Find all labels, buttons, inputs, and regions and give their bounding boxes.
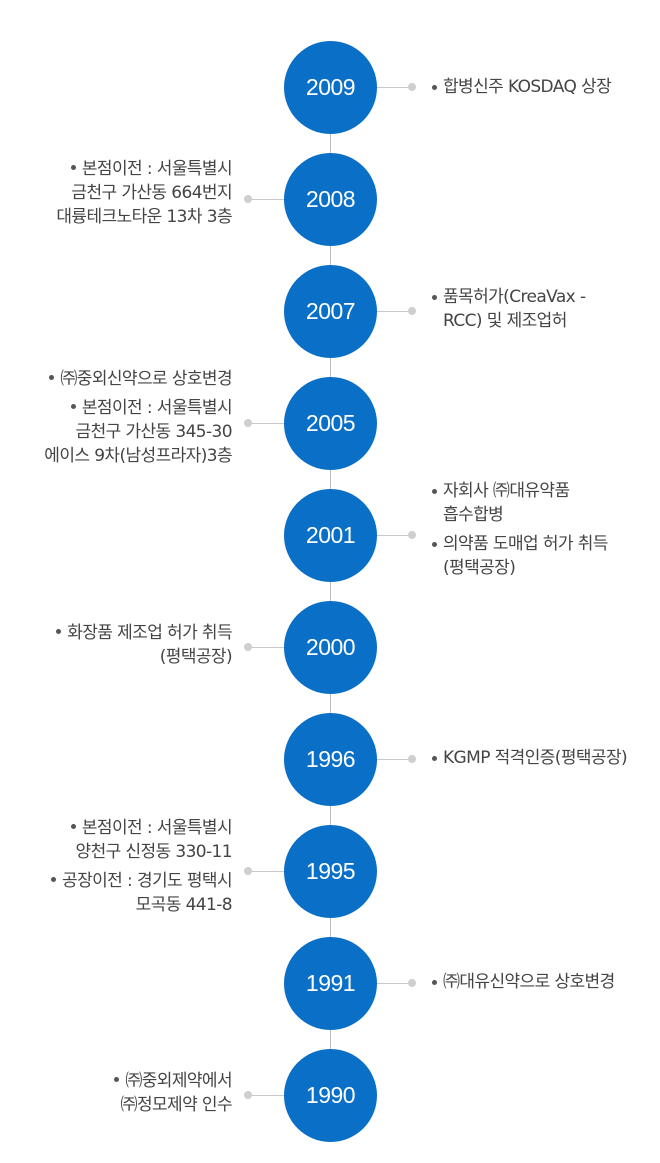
bullet-icon <box>432 542 437 547</box>
bullet-icon <box>432 980 437 985</box>
year-badge: 1995 <box>284 825 377 918</box>
bullet-icon <box>432 85 437 90</box>
event-item: KGMP 적격인증(평택공장) <box>430 746 658 770</box>
event-list: ㈜대유신약으로 상호변경 <box>430 970 658 994</box>
event-text: 품목허가(CreaVax - RCC) 및 제조업허 <box>443 287 586 331</box>
event-text: 본점이전 : 서울특별시 금천구 가산동 345-30 에이스 9차(남성프라자… <box>44 398 232 466</box>
connector-dot-icon <box>244 195 252 203</box>
event-list: 화장품 제조업 허가 취득 (평택공장) <box>0 621 233 669</box>
bullet-icon <box>114 1076 120 1082</box>
event-text: KGMP 적격인증(평택공장) <box>443 748 628 768</box>
year-badge: 1991 <box>284 937 377 1030</box>
event-list: ㈜중외신약으로 상호변경 본점이전 : 서울특별시 금천구 가산동 345-30… <box>0 367 232 468</box>
event-text: 합병신주 KOSDAQ 상장 <box>443 77 612 97</box>
event-item: ㈜중외제약에서 ㈜정모제약 인수 <box>0 1069 233 1117</box>
connector-line <box>376 535 412 536</box>
event-text: 본점이전 : 서울특별시 금천구 가산동 664번지 대륭테크노타운 13차 3… <box>56 159 232 227</box>
connector-dot-icon <box>408 307 416 315</box>
bullet-icon <box>70 403 76 409</box>
year-badge: 2001 <box>284 489 377 582</box>
connector-line <box>376 983 412 984</box>
event-item: ㈜대유신약으로 상호변경 <box>430 970 658 994</box>
event-item: 본점이전 : 서울특별시 양천구 신정동 330-11 <box>0 816 233 864</box>
connector-line <box>376 87 412 88</box>
event-item: 화장품 제조업 허가 취득 (평택공장) <box>0 621 233 669</box>
connector-line <box>251 871 284 872</box>
event-item: 본점이전 : 서울특별시 금천구 가산동 664번지 대륭테크노타운 13차 3… <box>0 157 232 229</box>
event-text: 의약품 도매업 허가 취득 (평택공장) <box>443 534 608 578</box>
connector-line <box>376 759 412 760</box>
connector-line <box>251 199 284 200</box>
connector-line <box>251 647 284 648</box>
event-text: 자회사 ㈜대유약품 흡수합병 <box>443 481 570 525</box>
bullet-icon <box>49 374 55 380</box>
connector-dot-icon <box>244 643 252 651</box>
connector-dot-icon <box>408 531 416 539</box>
connector-dot-icon <box>244 867 252 875</box>
connector-dot-icon <box>408 979 416 987</box>
connector-line <box>251 1095 284 1096</box>
year-badge: 2005 <box>284 377 377 470</box>
connector-line <box>376 311 412 312</box>
event-text: ㈜대유신약으로 상호변경 <box>443 972 615 992</box>
connector-dot-icon <box>408 755 416 763</box>
bullet-icon <box>432 756 437 761</box>
year-badge: 2009 <box>284 41 377 134</box>
year-badge: 1990 <box>284 1049 377 1142</box>
event-text: 본점이전 : 서울특별시 양천구 신정동 330-11 <box>75 818 233 862</box>
bullet-icon <box>70 164 76 170</box>
bullet-icon <box>56 628 62 634</box>
event-list: 자회사 ㈜대유약품 흡수합병 의약품 도매업 허가 취득 (평택공장) <box>430 479 658 580</box>
event-list: ㈜중외제약에서 ㈜정모제약 인수 <box>0 1069 233 1117</box>
event-item: 공장이전 : 경기도 평택시 모곡동 441-8 <box>0 869 233 917</box>
year-badge: 1996 <box>284 713 377 806</box>
event-text: 공장이전 : 경기도 평택시 모곡동 441-8 <box>62 871 233 915</box>
event-text: 화장품 제조업 허가 취득 (평택공장) <box>67 623 232 667</box>
timeline-vertical-line <box>330 87 331 1095</box>
bullet-icon <box>432 295 437 300</box>
event-item: 자회사 ㈜대유약품 흡수합병 <box>430 479 658 527</box>
event-list: 품목허가(CreaVax - RCC) 및 제조업허 <box>430 285 658 333</box>
event-list: 본점이전 : 서울특별시 금천구 가산동 664번지 대륭테크노타운 13차 3… <box>0 157 232 229</box>
event-text: ㈜중외신약으로 상호변경 <box>60 369 232 389</box>
bullet-icon <box>432 489 437 494</box>
event-item: ㈜중외신약으로 상호변경 <box>0 367 233 391</box>
event-list: 본점이전 : 서울특별시 양천구 신정동 330-11 공장이전 : 경기도 평… <box>0 816 233 917</box>
bullet-icon <box>51 876 57 882</box>
year-badge: 2008 <box>284 153 377 246</box>
year-badge: 2007 <box>284 265 377 358</box>
event-list: 합병신주 KOSDAQ 상장 <box>430 75 658 99</box>
connector-line <box>251 423 284 424</box>
event-text: ㈜중외제약에서 ㈜정모제약 인수 <box>120 1071 233 1115</box>
connector-dot-icon <box>244 419 252 427</box>
event-item: 합병신주 KOSDAQ 상장 <box>430 75 658 99</box>
event-item: 본점이전 : 서울특별시 금천구 가산동 345-30 에이스 9차(남성프라자… <box>0 396 232 468</box>
connector-dot-icon <box>244 1091 252 1099</box>
event-item: 의약품 도매업 허가 취득 (평택공장) <box>430 532 658 580</box>
event-list: KGMP 적격인증(평택공장) <box>430 746 658 770</box>
bullet-icon <box>70 823 76 829</box>
event-item: 품목허가(CreaVax - RCC) 및 제조업허 <box>430 285 658 333</box>
year-badge: 2000 <box>284 601 377 694</box>
connector-dot-icon <box>408 83 416 91</box>
